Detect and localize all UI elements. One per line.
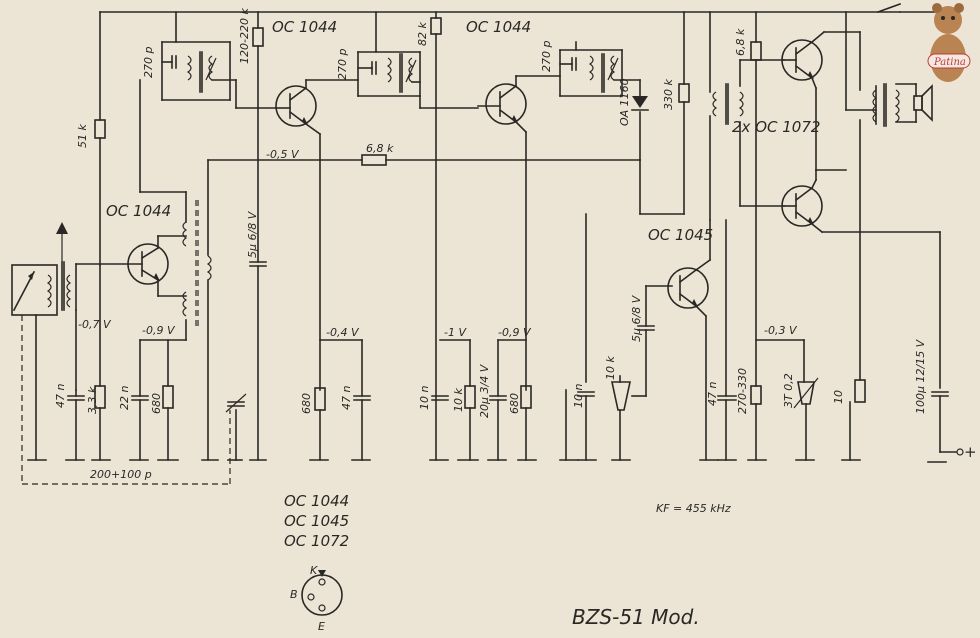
kf-label: KF = 455 kHz <box>656 502 731 515</box>
label-6k8-bias: 6,8 k <box>734 28 747 56</box>
label-680-2: 680 <box>300 393 313 414</box>
resistor-10 <box>854 379 866 403</box>
label-5u-1: 5µ 6/8 V <box>246 210 259 258</box>
label-270p-1: 270 p <box>142 47 155 78</box>
label-v09a: -0,9 V <box>142 324 176 337</box>
label-10k-1: 10 k <box>452 388 465 412</box>
label-v07: -0,7 V <box>78 318 112 331</box>
if-transformer-2 <box>357 11 479 109</box>
label-270p-2: 270 p <box>336 49 349 80</box>
label-270p-3: 270 p <box>540 41 553 72</box>
pin-label-b: B <box>290 588 298 601</box>
driver-transformer <box>709 11 785 221</box>
legend-oc1044: OC 1044 <box>284 492 349 510</box>
label-100u: 100µ 12/15 V <box>914 338 927 414</box>
transistor-oc1044-mixer <box>75 235 169 391</box>
label-51k: 51 k <box>76 124 89 148</box>
antenna-circuit <box>11 222 231 485</box>
label-680-1: 680 <box>150 393 163 414</box>
label-47n-3: 47 n <box>706 382 719 406</box>
diagram-title: BZS-51 Mod. <box>572 605 700 629</box>
label-10n-2: 10 n <box>572 384 585 408</box>
plus-label: + <box>964 443 977 461</box>
label-diode: OA 1160 <box>618 78 631 126</box>
transistor-oc1072-upper <box>781 30 861 171</box>
power-switch[interactable] <box>876 2 902 14</box>
label-10n-1: 10 n <box>418 386 431 410</box>
label-270-330: 270-330 <box>736 368 749 414</box>
label-3k3: 3,3 k <box>86 386 99 414</box>
ground-symbols <box>27 459 947 463</box>
pinout-diagram <box>301 570 343 616</box>
label-oc1072: 2x OC 1072 <box>732 118 820 136</box>
label-v04: -0,4 V <box>326 326 360 339</box>
if-transformer-1 <box>161 11 277 109</box>
transistor-oc1044-if1 <box>275 79 359 391</box>
label-10-ohm: 10 <box>832 390 845 404</box>
transistor-oc1072-lower <box>781 169 941 234</box>
antenna-arrow-icon <box>56 222 68 234</box>
plus-terminal <box>956 448 964 456</box>
label-oc1045: OC 1045 <box>648 226 713 244</box>
label-680-3: 680 <box>508 393 521 414</box>
label-120k: 120-220 k <box>238 8 251 64</box>
pin-label-k: K <box>310 564 318 577</box>
resistor-330k <box>678 83 690 103</box>
resistor-82k <box>430 17 442 35</box>
label-v03: -0,3 V <box>764 324 798 337</box>
label-pot-3t: 3T 0,2 <box>782 373 795 408</box>
patina-badge-text: Patina <box>933 57 966 68</box>
output-transformer <box>872 83 917 127</box>
legend-oc1045: OC 1045 <box>284 512 349 530</box>
label-22n: 22 n <box>118 386 131 410</box>
label-5u-2: 5µ 6/8 V <box>630 294 643 342</box>
resistor-51k <box>94 119 106 139</box>
patina-bear-logo: Patina <box>927 3 971 82</box>
transistor-oc1045 <box>667 219 712 461</box>
label-v09b: -0,9 V <box>498 326 532 339</box>
label-47n-2: 47 n <box>340 386 353 410</box>
pin-label-e: E <box>318 620 325 633</box>
label-20u: 20µ 3/4 V <box>478 363 491 418</box>
resistor-6k8-agc <box>361 154 387 166</box>
label-82k: 82 k <box>416 22 429 46</box>
volume-pot[interactable] <box>611 381 631 411</box>
speaker-icon <box>913 84 933 122</box>
label-oc1044-mixer: OC 1044 <box>106 202 171 220</box>
label-pot-10k: 10 k <box>604 356 617 380</box>
label-330k: 330 k <box>662 79 675 110</box>
oscillator-coil <box>139 79 212 461</box>
label-47n-1: 47 n <box>54 384 67 408</box>
label-oc1044-if1: OC 1044 <box>272 18 337 36</box>
label-v1: -1 V <box>444 326 467 339</box>
label-oc1044-if2: OC 1044 <box>466 18 531 36</box>
label-6k8-agc: 6,8 k <box>366 142 394 155</box>
resistor-120k <box>252 27 264 47</box>
label-v05: -0,5 V <box>266 148 300 161</box>
transistor-oc1044-if2 <box>477 75 561 391</box>
diode-oa1160 <box>631 96 649 111</box>
legend-oc1072: OC 1072 <box>284 532 349 550</box>
resistor-6k8-bias <box>750 41 762 61</box>
resistor-270 <box>750 385 762 405</box>
bottom-components <box>67 264 819 461</box>
if-transformer-3 <box>559 41 641 97</box>
label-trimmer: 200+100 p <box>90 468 152 481</box>
